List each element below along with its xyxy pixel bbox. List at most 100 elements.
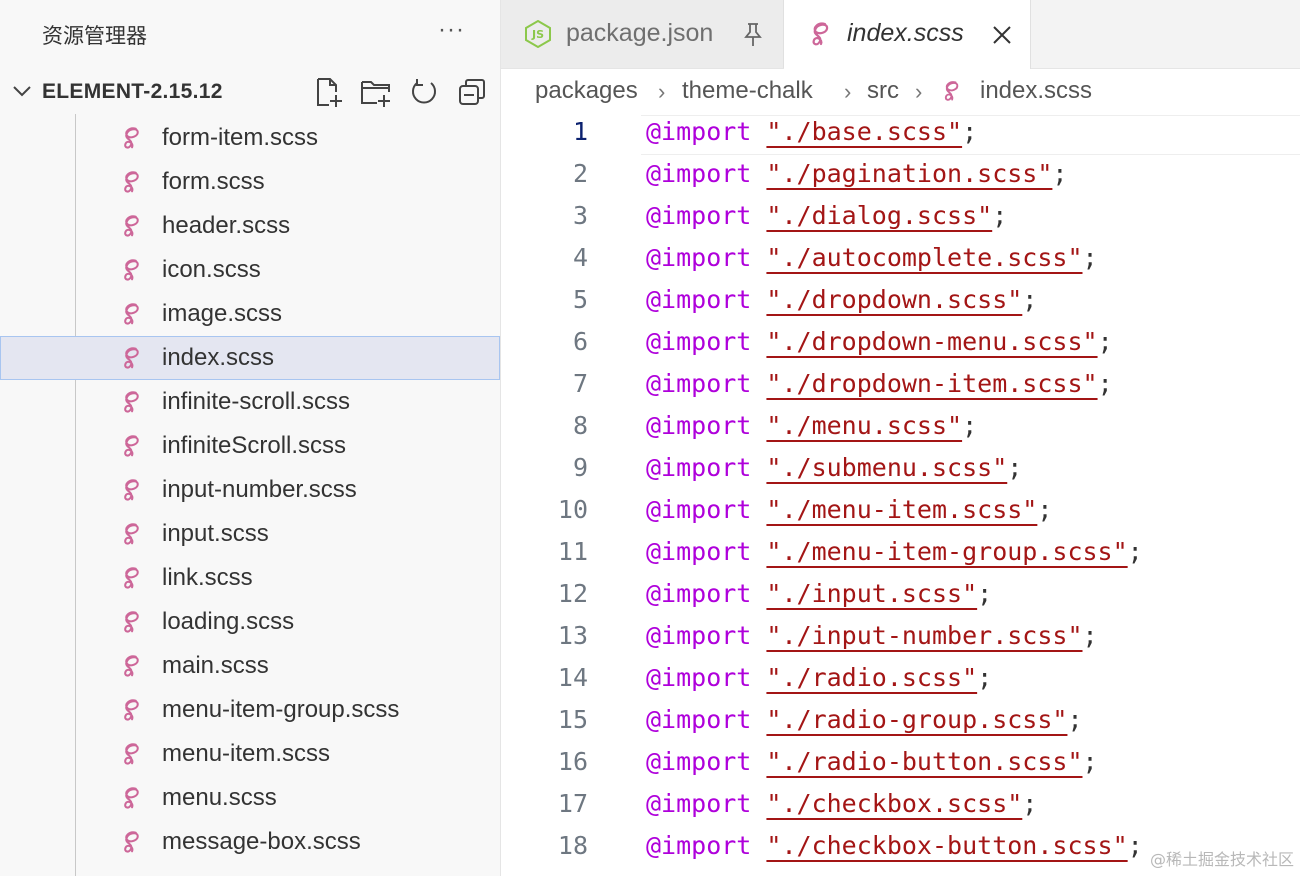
sass-icon — [120, 521, 146, 547]
breadcrumb-item[interactable]: theme-chalk — [682, 77, 813, 104]
breadcrumb-item[interactable]: src — [867, 77, 899, 104]
nodejs-icon: JS — [525, 20, 551, 48]
file-tree-item[interactable]: icon.scss — [0, 248, 500, 292]
file-tree-item[interactable]: loading.scss — [0, 600, 500, 644]
sass-icon — [120, 169, 146, 195]
file-tree-item[interactable]: input-number.scss — [0, 468, 500, 512]
new-file-icon[interactable] — [312, 76, 344, 108]
tab-index-scss[interactable]: index.scss — [784, 0, 1031, 69]
breadcrumb-item[interactable]: packages — [535, 77, 638, 104]
line-number: 4 — [572, 243, 588, 272]
code-line[interactable]: 7@import "./dropdown-item.scss"; — [501, 365, 1300, 407]
chevron-right-icon: › — [915, 79, 923, 104]
code-line[interactable]: 4@import "./autocomplete.scss"; — [501, 239, 1300, 281]
code-line[interactable]: 12@import "./input.scss"; — [501, 575, 1300, 617]
line-number: 16 — [557, 747, 588, 776]
string-token[interactable]: "./radio.scss" — [766, 663, 978, 692]
file-name: input-number.scss — [162, 476, 357, 503]
svg-text:JS: JS — [531, 28, 544, 41]
string-token[interactable]: "./dropdown-item.scss" — [766, 369, 1098, 398]
code-line[interactable]: 18@import "./checkbox-button.scss"; — [501, 827, 1300, 869]
code-line[interactable]: 3@import "./dialog.scss"; — [501, 197, 1300, 239]
code-text: @import "./menu.scss"; — [646, 411, 977, 440]
file-tree-item[interactable]: menu-item-group.scss — [0, 688, 500, 732]
close-icon[interactable] — [991, 24, 1013, 46]
string-token[interactable]: "./input.scss" — [766, 579, 978, 608]
file-name: infiniteScroll.scss — [162, 432, 347, 459]
string-token[interactable]: "./dropdown-menu.scss" — [766, 327, 1098, 356]
code-line[interactable]: 9@import "./submenu.scss"; — [501, 449, 1300, 491]
semicolon-token: ; — [977, 663, 993, 692]
breadcrumb-item[interactable]: index.scss — [980, 77, 1093, 104]
string-token[interactable]: "./pagination.scss" — [766, 159, 1053, 188]
line-number: 9 — [572, 453, 588, 482]
string-token[interactable]: "./radio-group.scss" — [766, 705, 1068, 734]
string-token[interactable]: "./menu-item.scss" — [766, 495, 1038, 524]
string-token[interactable]: "./input-number.scss" — [766, 621, 1083, 650]
string-token[interactable]: "./base.scss" — [766, 117, 963, 146]
file-name: infinite-scroll.scss — [162, 388, 351, 415]
chevron-down-icon — [13, 86, 31, 97]
file-tree-item[interactable]: form-item.scss — [0, 116, 500, 160]
tree-indent-guide — [75, 114, 76, 876]
file-tree-item[interactable]: menu.scss — [0, 776, 500, 820]
file-tree-item[interactable]: index.scss — [0, 336, 500, 380]
code-line[interactable]: 8@import "./menu.scss"; — [501, 407, 1300, 449]
code-editor[interactable]: 1@import "./base.scss";2@import "./pagin… — [501, 113, 1300, 876]
file-tree-item[interactable]: infiniteScroll.scss — [0, 424, 500, 468]
keyword-token: @import — [646, 243, 752, 272]
file-tree-item[interactable]: menu-item.scss — [0, 732, 500, 776]
code-line[interactable]: 5@import "./dropdown.scss"; — [501, 281, 1300, 323]
file-tree-item[interactable]: message-box.scss — [0, 820, 500, 864]
code-text: @import "./menu-item-group.scss"; — [646, 537, 1143, 566]
code-line[interactable]: 14 @import "./radio.scss"; — [501, 659, 1300, 701]
watermark: @稀土掘金技术社区 — [1149, 850, 1294, 869]
file-tree-item[interactable]: link.scss — [0, 556, 500, 600]
code-line[interactable]: 2@import "./pagination.scss"; — [501, 155, 1300, 197]
file-tree-item[interactable]: header.scss — [0, 204, 500, 248]
file-tree-item[interactable]: input.scss — [0, 512, 500, 556]
semicolon-token: ; — [1097, 327, 1113, 356]
string-token[interactable]: "./checkbox-button.scss" — [766, 831, 1128, 860]
tab-package-json[interactable]: JS package.json — [501, 0, 784, 68]
string-token[interactable]: "./autocomplete.scss" — [766, 243, 1083, 272]
code-line[interactable]: 17@import "./checkbox.scss"; — [501, 785, 1300, 827]
string-token[interactable]: "./dialog.scss" — [766, 201, 993, 230]
semicolon-token: ; — [962, 411, 978, 440]
pin-icon[interactable] — [742, 22, 764, 48]
semicolon-token: ; — [1127, 537, 1143, 566]
file-tree-item[interactable]: form.scss — [0, 160, 500, 204]
file-tree-item[interactable]: main.scss — [0, 644, 500, 688]
file-tree-item[interactable]: image.scss — [0, 292, 500, 336]
code-line[interactable]: 11@import "./menu-item-group.scss"; — [501, 533, 1300, 575]
sass-icon — [120, 345, 146, 371]
code-line[interactable]: 10@import "./menu-item.scss"; — [501, 491, 1300, 533]
keyword-token: @import — [646, 621, 752, 650]
code-text: @import "./dropdown.scss"; — [646, 285, 1037, 314]
file-tree-item[interactable]: infinite-scroll.scss — [0, 380, 500, 424]
string-token[interactable]: "./radio-button.scss" — [766, 747, 1083, 776]
line-number: 14 — [557, 663, 588, 692]
semicolon-token: ; — [1082, 747, 1098, 776]
workspace-section-header[interactable]: ELEMENT-2.15.12 — [0, 68, 500, 114]
code-line[interactable]: 15@import "./radio-group.scss"; — [501, 701, 1300, 743]
string-token[interactable]: "./dropdown.scss" — [766, 285, 1023, 314]
code-line[interactable]: 13@import "./input-number.scss"; — [501, 617, 1300, 659]
sass-icon — [120, 213, 146, 239]
file-name: menu-item-group.scss — [162, 696, 400, 723]
string-token[interactable]: "./menu.scss" — [766, 411, 963, 440]
collapse-all-icon[interactable] — [456, 76, 488, 108]
code-line[interactable]: 1@import "./base.scss"; — [501, 113, 1300, 155]
string-token[interactable]: "./submenu.scss" — [766, 453, 1008, 482]
file-name: link.scss — [162, 564, 253, 591]
code-text: @import "./radio.scss"; — [646, 663, 992, 692]
sass-icon — [120, 609, 146, 635]
string-token[interactable]: "./checkbox.scss" — [766, 789, 1023, 818]
refresh-icon[interactable] — [408, 76, 440, 108]
code-line[interactable]: 6@import "./dropdown-menu.scss"; — [501, 323, 1300, 365]
more-actions-icon[interactable]: ··· — [438, 16, 465, 43]
code-line[interactable]: 16@import "./radio-button.scss"; — [501, 743, 1300, 785]
new-folder-icon[interactable] — [360, 76, 392, 108]
line-number: 18 — [557, 831, 588, 860]
string-token[interactable]: "./menu-item-group.scss" — [766, 537, 1128, 566]
